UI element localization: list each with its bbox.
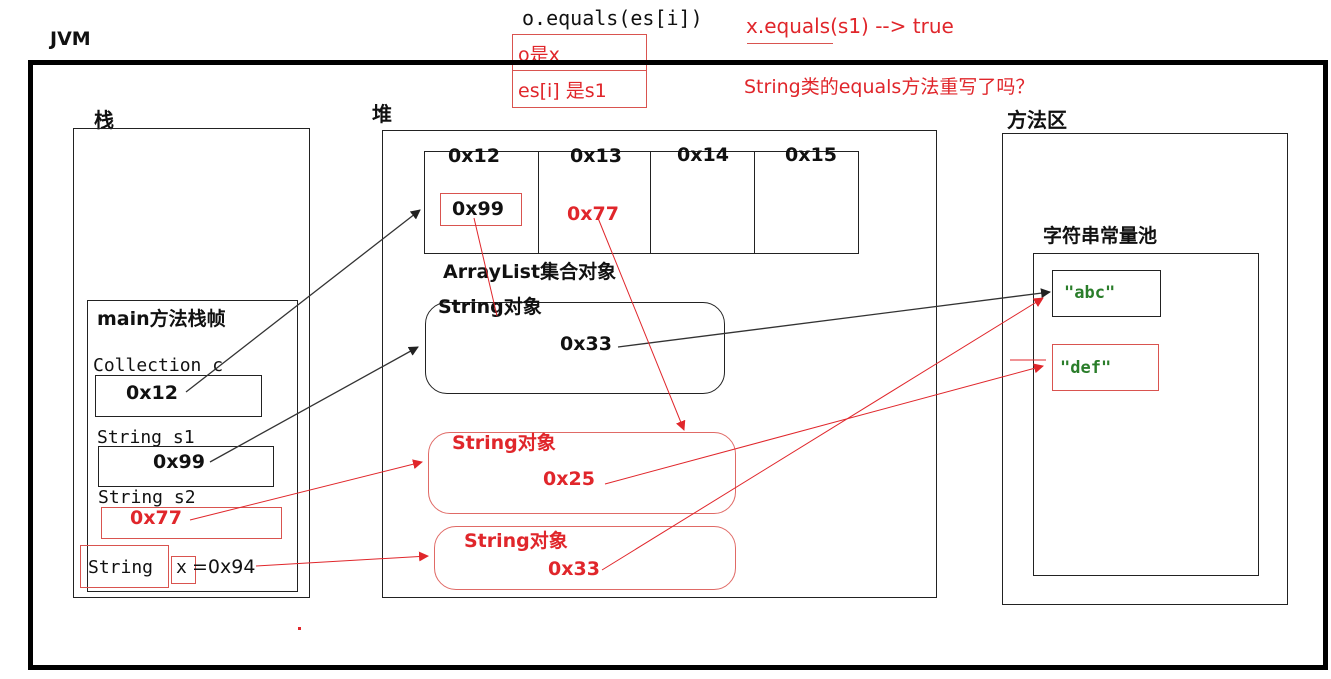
string-object-1-value: 0x33: [560, 333, 612, 355]
var-box-s2: [101, 507, 282, 539]
x-type: String: [88, 557, 154, 578]
esi-is-s1-note: es[i] 是s1: [518, 80, 607, 102]
array-cell-address: 0x14: [677, 144, 729, 166]
array-cell-value-box: [440, 193, 522, 226]
arrow-x-to-string: [255, 551, 429, 567]
string-constant-pool: [1033, 253, 1259, 576]
arrow-0x33-to-abc-red: [601, 297, 1044, 571]
arrow-0x33-to-abc: [617, 288, 1051, 348]
arrow-0x77-to-string: [597, 217, 686, 431]
method-area-region: [1002, 133, 1288, 605]
arrow-s1-to-string: [209, 346, 419, 463]
array-divider: [754, 151, 755, 254]
x-type-box: [80, 545, 169, 588]
arrow-0x25-to-def: [604, 363, 1044, 485]
var-box-s1: [98, 446, 274, 487]
annotation-box: [512, 34, 647, 108]
x-name-box: [171, 556, 196, 584]
string-object-3-value: 0x33: [548, 558, 600, 580]
main-stack-frame: [87, 300, 298, 592]
method-area-label: 方法区: [1007, 108, 1067, 132]
var-value-s2: 0x77: [130, 507, 182, 529]
jvm-label: JVM: [50, 28, 91, 50]
string-object-1: [425, 302, 725, 394]
arraylist-label: ArrayList集合对象: [443, 261, 617, 283]
var-value-c: 0x12: [126, 382, 178, 404]
array-cell-value: 0x77: [567, 203, 619, 225]
literal-abc-box: [1052, 270, 1161, 317]
var-decl-c: Collection c: [93, 355, 224, 376]
stack-label: 栈: [94, 108, 114, 132]
array-divider: [650, 151, 651, 254]
string-object-2-label: String对象: [452, 432, 556, 454]
arrow-c-to-arraylist: [185, 209, 421, 393]
var-value-s1: 0x99: [153, 451, 205, 473]
equals-question: String类的equals方法重写了吗？: [744, 76, 1035, 98]
array-cell-value: 0x99: [452, 198, 504, 220]
var-decl-s1: String s1: [97, 427, 195, 448]
array-divider: [538, 151, 539, 254]
x-value: =0x94: [192, 556, 256, 578]
string-object-3-label: String对象: [464, 530, 568, 552]
array-object: [424, 151, 859, 254]
var-decl-s2: String s2: [98, 487, 196, 508]
annotation-divider: [513, 70, 646, 71]
x-equals-note: x.equals(s1) --> true: [746, 14, 954, 38]
x-name: x: [176, 557, 187, 578]
x-equals-underline: [747, 43, 833, 44]
string-object-2: [428, 432, 736, 514]
jvm-frame: [28, 60, 1328, 670]
literal-def-box: [1052, 344, 1159, 391]
array-cell-address: 0x13: [570, 145, 622, 167]
literal-def: "def": [1060, 358, 1112, 378]
arrow-0x99-to-string: [473, 217, 498, 317]
string-object-1-label: String对象: [438, 296, 542, 318]
main-frame-label: main方法栈帧: [97, 308, 226, 330]
heap-label: 堆: [372, 102, 392, 126]
code-annotation: o.equals(es[i]): [522, 6, 703, 30]
stack-region: [73, 128, 310, 598]
string-object-2-value: 0x25: [543, 468, 595, 490]
arrow-s2-to-string: [189, 459, 423, 521]
string-pool-label: 字符串常量池: [1043, 225, 1158, 247]
array-cell-address: 0x15: [785, 144, 837, 166]
array-cell-address: 0x12: [448, 145, 500, 167]
stray-dot: [298, 627, 301, 630]
literal-abc: "abc": [1064, 283, 1116, 303]
string-object-3: [434, 526, 736, 590]
var-box-c: [95, 375, 262, 417]
